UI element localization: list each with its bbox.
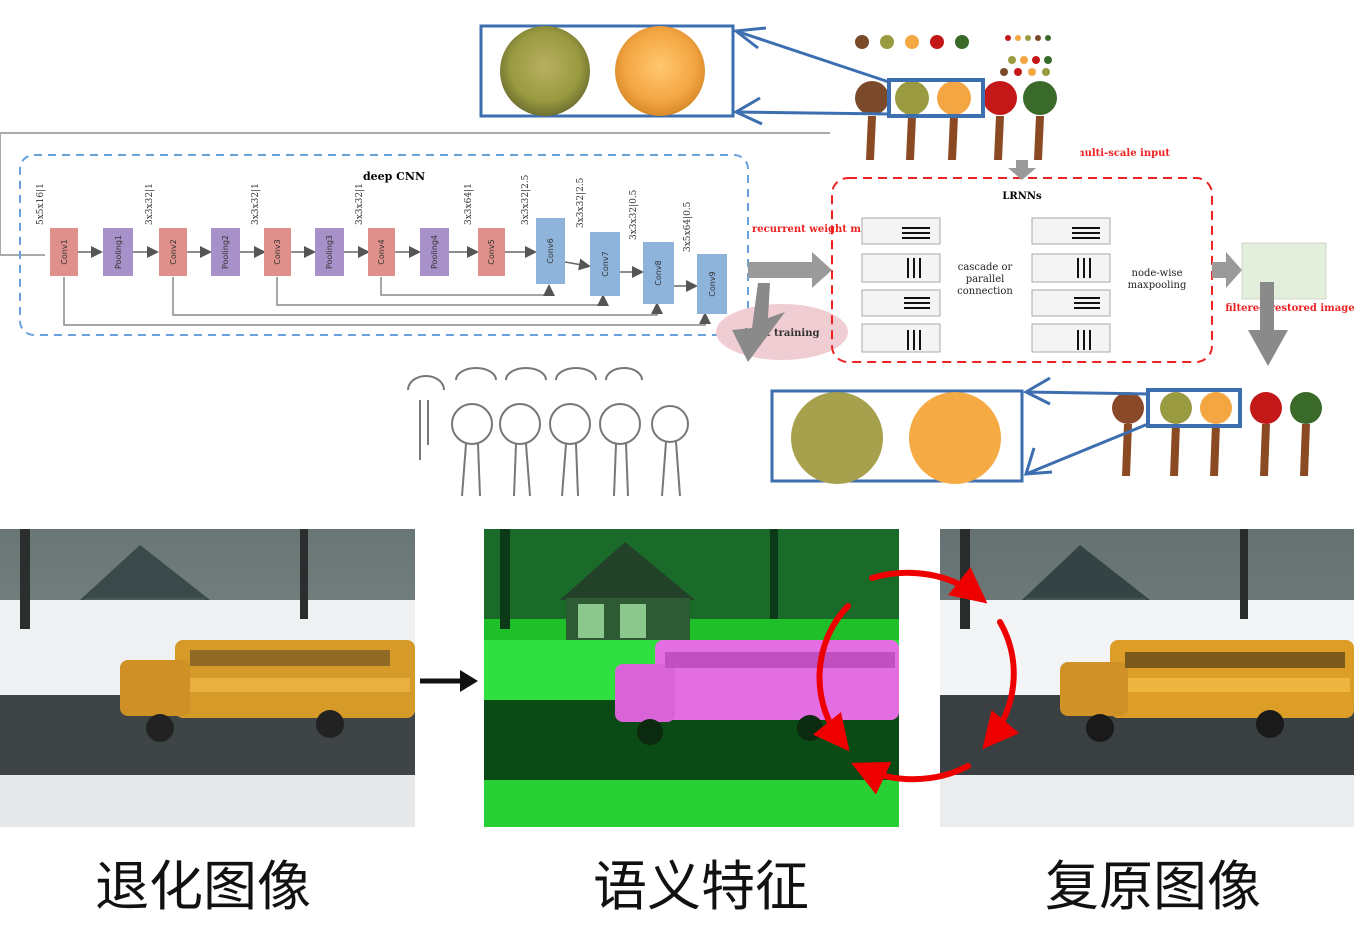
deep-cnn-title: deep CNN — [363, 170, 425, 183]
direction-arrows-icon — [902, 227, 1100, 350]
skip-connections — [63, 277, 711, 326]
spice-spoons-output-icon — [1080, 368, 1354, 478]
filtered-image-thumb — [1241, 242, 1327, 300]
zoom-box-bottom — [770, 376, 1149, 484]
svg-text:Conv3: Conv3 — [273, 239, 282, 264]
kernel-labels: 5x5x16|1 3x3x32|1 3x3x32|1 3x3x32|1 3x3x… — [36, 174, 693, 252]
layer-flow-arrows — [78, 246, 698, 292]
layer-pooling2: Pooling2 — [211, 228, 240, 276]
svg-text:Conv7: Conv7 — [601, 251, 610, 276]
svg-text:3x3x32|1: 3x3x32|1 — [251, 183, 261, 225]
svg-text:3x3x32|2.5: 3x3x32|2.5 — [521, 174, 531, 225]
deep-cnn-box — [19, 154, 749, 336]
edge-map-sketch-icon — [407, 367, 689, 497]
lrnn-title: LRNNs — [1002, 191, 1042, 202]
feedback-line — [0, 132, 830, 256]
svg-text:3x3x32|1: 3x3x32|1 — [145, 183, 155, 225]
lrnn-direction-cells — [861, 217, 1111, 353]
svg-text:Pooling3: Pooling3 — [325, 235, 334, 269]
layer-pooling3: Pooling3 — [315, 228, 344, 276]
layer-conv3: Conv3 — [264, 228, 291, 276]
layer-pooling4: Pooling4 — [420, 228, 449, 276]
svg-text:3x3x32|0.5: 3x3x32|0.5 — [629, 189, 639, 240]
svg-text:Conv4: Conv4 — [377, 239, 386, 264]
restored-image — [940, 529, 1354, 827]
recurrent-weight-map-label: recurrent weight map — [752, 224, 874, 235]
svg-text:Conv5: Conv5 — [487, 239, 496, 264]
arrow-output-down — [1248, 282, 1288, 366]
arrow-right-icon — [420, 670, 478, 692]
cascade-label: cascade or parallel connection — [957, 262, 1013, 297]
zoom-box-top — [479, 24, 890, 126]
caption-degraded: 退化图像 — [95, 855, 311, 918]
layer-conv7: Conv7 — [590, 232, 620, 296]
joint-training-label: joint training — [744, 328, 820, 339]
filtered-image-label: filtered/restored image — [1225, 303, 1354, 314]
layer-conv1: Conv1 — [50, 228, 78, 276]
zoom-box-small-top — [887, 78, 985, 118]
arrow-to-output — [1212, 252, 1242, 288]
svg-text:Conv2: Conv2 — [169, 239, 178, 264]
arrow-input-down — [1008, 160, 1036, 180]
svg-text:Pooling4: Pooling4 — [430, 235, 439, 269]
layer-pooling1: Pooling1 — [103, 228, 133, 276]
svg-text:3x5x64|0.5: 3x5x64|0.5 — [683, 201, 693, 252]
layer-conv9: Conv9 — [697, 254, 727, 314]
svg-text:3x3x64|1: 3x3x64|1 — [464, 183, 474, 225]
layer-conv4: Conv4 — [368, 228, 395, 276]
semantic-feature-image — [484, 529, 899, 827]
multi-scale-input-label: multi-scale input — [1074, 148, 1170, 159]
svg-text:Conv8: Conv8 — [654, 260, 663, 285]
layer-conv6: Conv6 — [536, 218, 565, 284]
svg-text:Conv9: Conv9 — [708, 271, 717, 296]
node-wise-label: node-wise maxpooling — [1128, 268, 1187, 291]
svg-text:3x3x32|1: 3x3x32|1 — [355, 183, 365, 225]
layer-conv8: Conv8 — [643, 242, 674, 304]
caption-restored: 复原图像 — [1045, 855, 1261, 918]
svg-text:5x5x16|1: 5x5x16|1 — [36, 183, 46, 225]
layer-conv2: Conv2 — [159, 228, 187, 276]
caption-semantic: 语义特征 — [593, 855, 809, 918]
cycle-arrows-icon — [812, 566, 1020, 795]
svg-text:Pooling1: Pooling1 — [114, 235, 123, 269]
arrow-to-lrnn — [748, 252, 832, 288]
joint-training-arrow — [732, 283, 785, 362]
cnn-layers: Conv1 Pooling1 Conv2 Pooling2 Conv3 Pool… — [50, 218, 727, 314]
svg-text:Conv6: Conv6 — [546, 238, 555, 263]
svg-text:3x3x32|2.5: 3x3x32|2.5 — [576, 177, 586, 228]
svg-text:Pooling2: Pooling2 — [221, 235, 230, 269]
layer-conv5: Conv5 — [478, 228, 505, 276]
svg-text:Conv1: Conv1 — [60, 239, 69, 264]
spice-spoons-input-icon — [848, 28, 1080, 160]
degraded-image — [0, 529, 415, 827]
